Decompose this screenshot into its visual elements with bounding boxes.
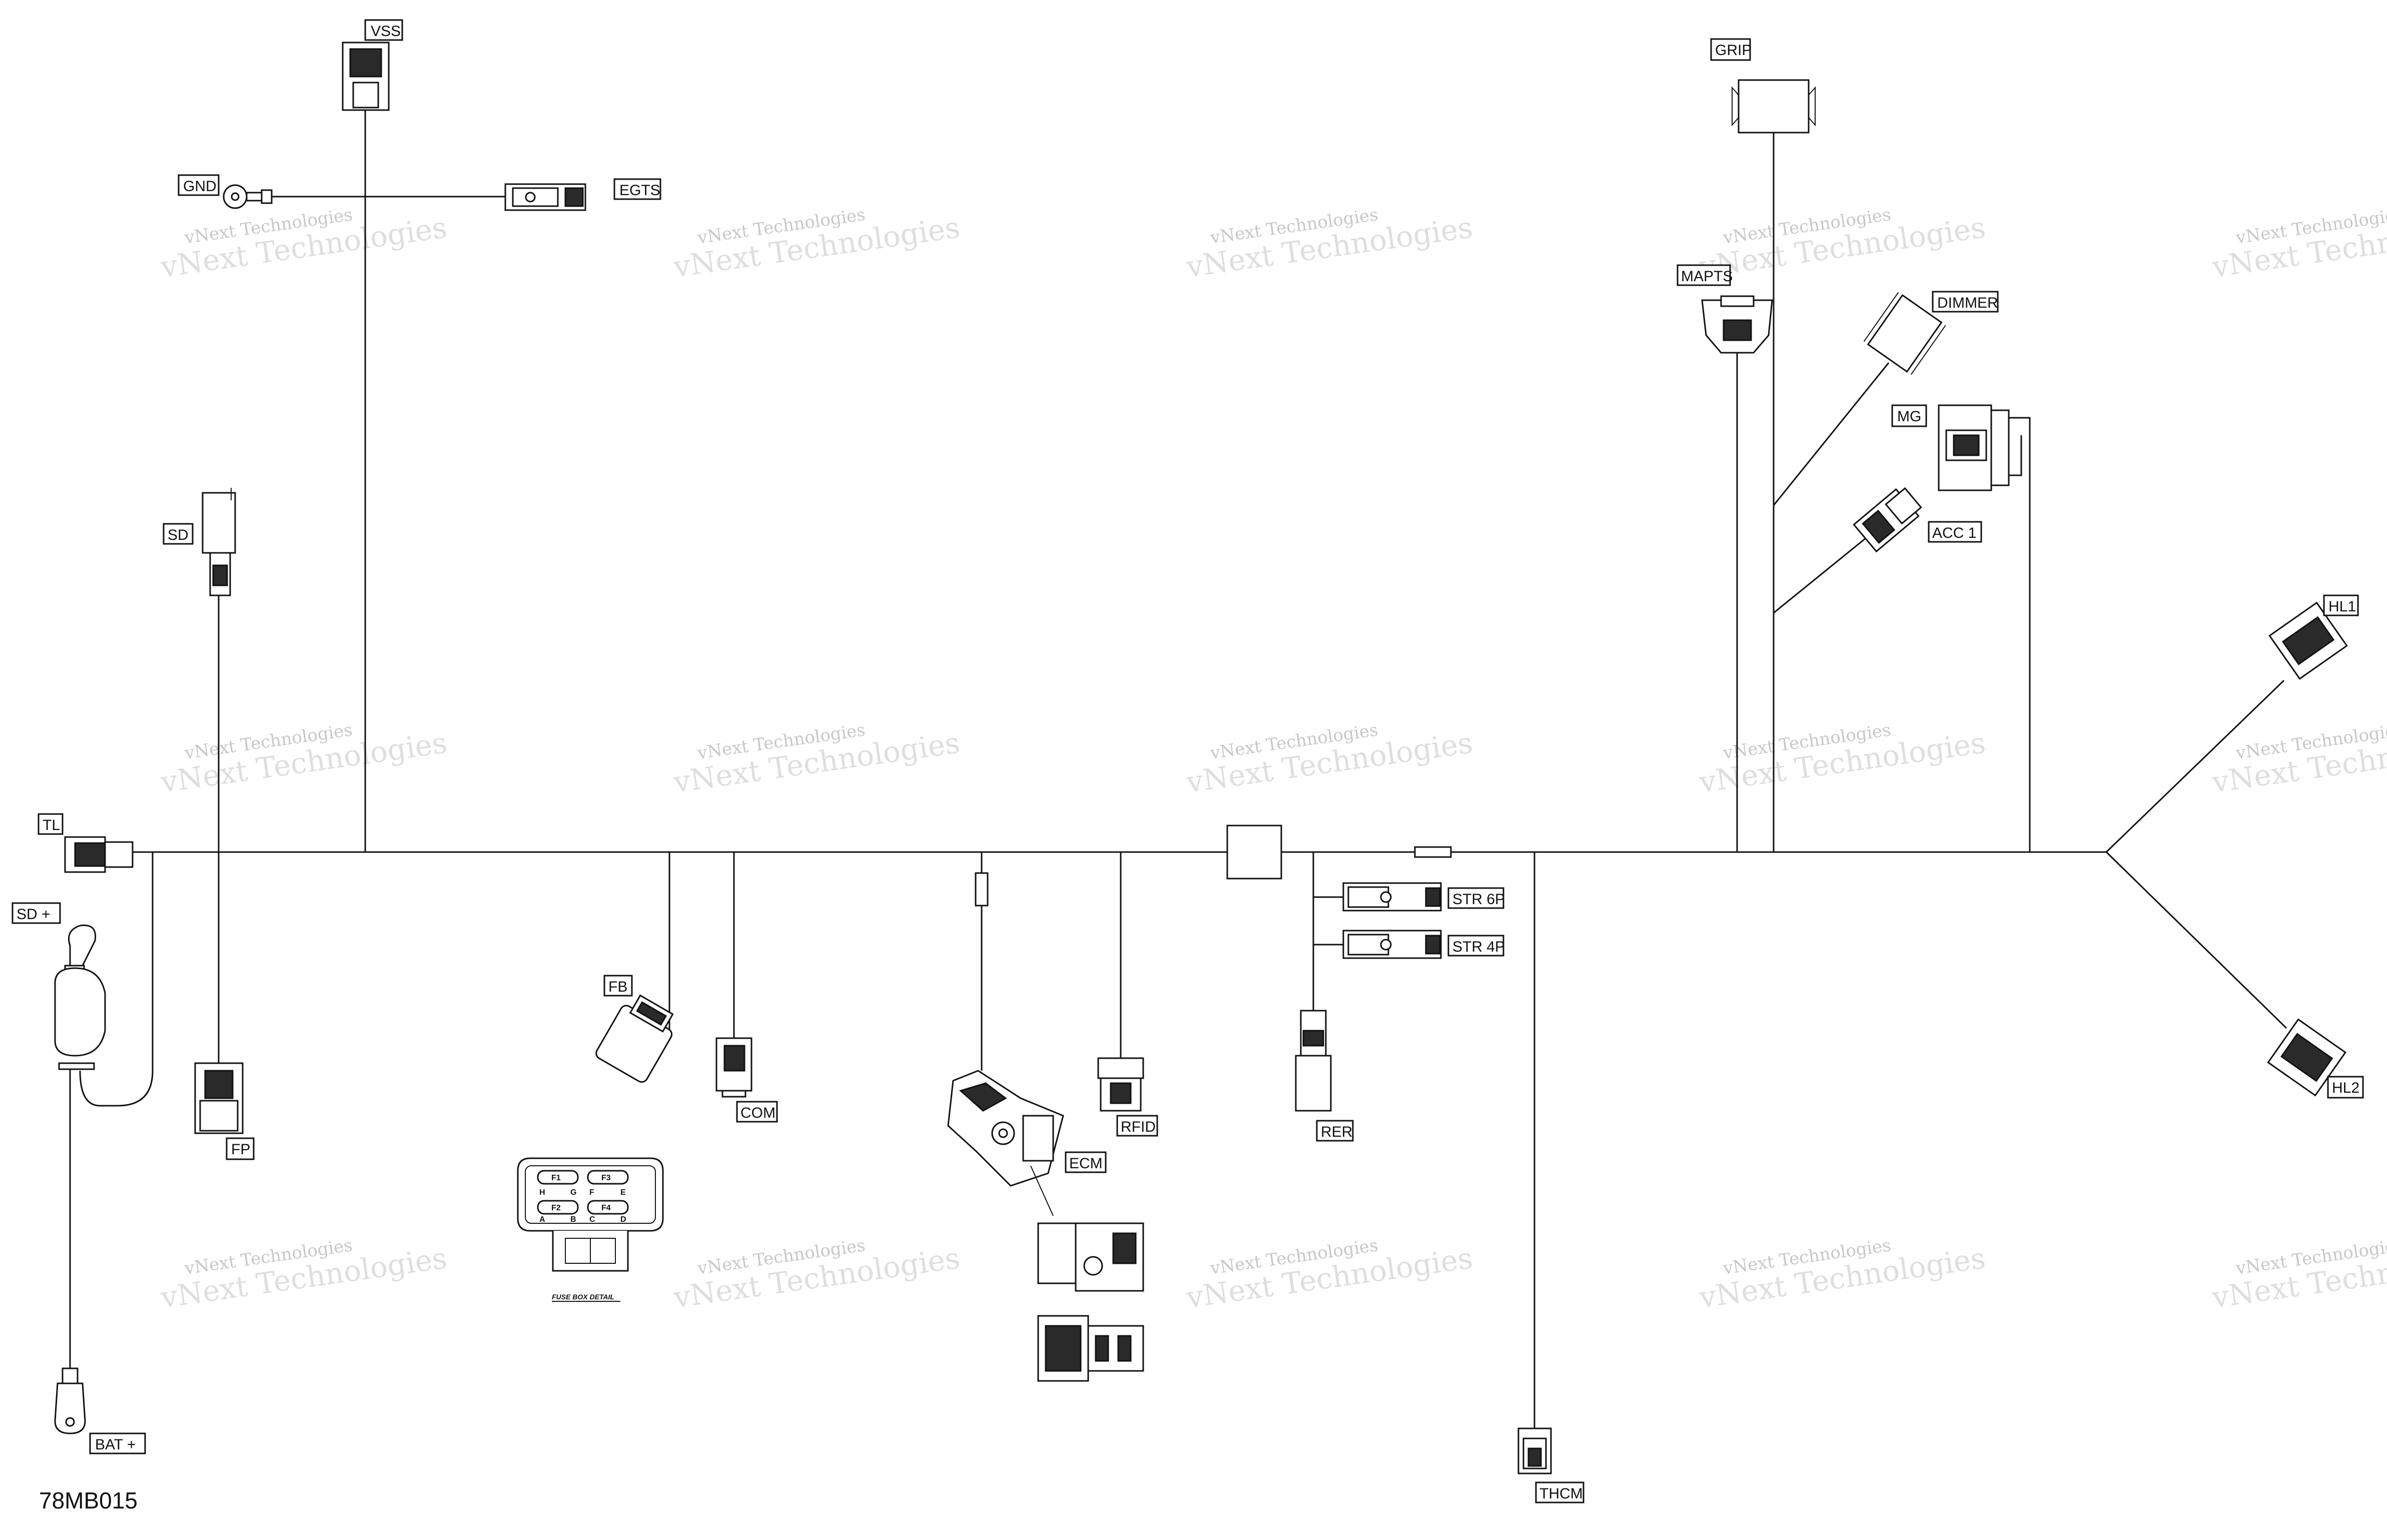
label-fb: FB xyxy=(608,979,627,995)
label-gnd: GND xyxy=(183,178,217,195)
label-thcm: THCM xyxy=(1539,1485,1583,1502)
fuse-box-caption: FUSE BOX DETAIL xyxy=(552,1293,614,1301)
label-sd-plus: SD + xyxy=(17,906,51,923)
connector-hl2[interactable]: HL2 xyxy=(2267,1018,2364,1099)
harness-wires xyxy=(69,110,2287,1428)
connector-mg[interactable]: MG xyxy=(1891,404,2010,491)
branch-mg-2 xyxy=(2009,435,2022,476)
branch-dimmer xyxy=(1773,362,1890,506)
connector-str6p[interactable]: STR 6P xyxy=(1342,882,1505,912)
label-com: COM xyxy=(740,1105,775,1121)
fuse-f2: F2 xyxy=(551,1204,561,1212)
label-ecm: ECM xyxy=(1069,1155,1103,1172)
fuse-pin-d: D xyxy=(620,1215,626,1224)
label-str6p: STR 6P xyxy=(1452,891,1505,908)
branch-hl1 xyxy=(2105,679,2285,853)
fuse-pin-f: F xyxy=(589,1188,594,1197)
fuse-box-detail: F1 F3 F2 F4 H G F E A B C D FUSE BOX DET… xyxy=(517,1157,664,1302)
connector-dimmer[interactable]: DIMMER xyxy=(1863,291,1999,375)
fuse-f3: F3 xyxy=(601,1174,611,1182)
label-rfid: RFID xyxy=(1121,1119,1156,1135)
label-rer: RER xyxy=(1321,1124,1352,1140)
branch-acc1 xyxy=(1773,537,1867,614)
connector-sd[interactable]: SD xyxy=(163,488,236,596)
label-mg: MG xyxy=(1897,408,1921,425)
branch-hl2 xyxy=(2105,851,2287,1029)
label-vss: VSS xyxy=(371,23,401,40)
label-hl1: HL1 xyxy=(2328,598,2356,615)
inline-fuse-trunk xyxy=(1414,846,1452,858)
label-egts: EGTS xyxy=(619,182,660,199)
branch-sd-plus-loop xyxy=(79,852,154,1107)
drawing-number: 78MB015 xyxy=(39,1487,138,1513)
label-sd: SD xyxy=(168,527,189,543)
connector-rfid[interactable]: RFID xyxy=(1097,1057,1158,1137)
label-fp: FP xyxy=(231,1141,250,1158)
label-grip: GRIP xyxy=(1715,42,1752,59)
connector-str4p[interactable]: STR 4P xyxy=(1342,930,1505,959)
connector-tl[interactable]: TL xyxy=(38,813,134,873)
connector-com[interactable]: COM xyxy=(715,1037,778,1123)
fuse-pin-h: H xyxy=(539,1188,545,1197)
connector-acc1[interactable]: ACC 1 xyxy=(1853,484,1982,553)
fuse-pin-a: A xyxy=(539,1215,545,1224)
label-dimmer: DIMMER xyxy=(1937,295,1998,311)
fuse-pin-b: B xyxy=(570,1215,576,1224)
fuse-pin-c: C xyxy=(589,1215,595,1224)
connector-rer[interactable]: RER xyxy=(1295,1010,1354,1142)
connector-gnd[interactable]: GND xyxy=(178,174,273,209)
label-tl: TL xyxy=(43,817,60,834)
label-str4p: STR 4P xyxy=(1452,939,1505,955)
label-bat-plus: BAT + xyxy=(95,1436,136,1453)
connector-fb[interactable]: FB xyxy=(594,975,681,1084)
connector-mapts[interactable]: MAPTS xyxy=(1677,264,1773,354)
inline-splice-box xyxy=(1226,825,1282,880)
connector-thcm[interactable]: THCM xyxy=(1517,1427,1584,1503)
connector-ecm[interactable]: ECM xyxy=(947,1070,1144,1382)
connector-hl1[interactable]: HL1 xyxy=(2268,594,2359,680)
fuse-f1: F1 xyxy=(551,1174,561,1182)
fuse-pin-e: E xyxy=(620,1188,626,1197)
branch-mg xyxy=(2009,417,2031,852)
fuse-pin-g: G xyxy=(570,1188,576,1197)
fuse-f4: F4 xyxy=(601,1204,611,1212)
connector-vss[interactable]: VSS xyxy=(342,19,403,111)
connector-fp[interactable]: FP xyxy=(194,1062,255,1160)
connector-bat-plus[interactable]: BAT + xyxy=(54,1367,146,1454)
label-hl2: HL2 xyxy=(2332,1080,2359,1096)
connector-egts[interactable]: EGTS xyxy=(504,178,661,211)
inline-fuse-ecm xyxy=(975,872,989,907)
label-mapts: MAPTS xyxy=(1681,268,1733,285)
connector-grip[interactable]: GRIP xyxy=(1710,38,1816,134)
connector-sd-plus[interactable]: SD + xyxy=(12,902,106,1070)
label-acc1: ACC 1 xyxy=(1932,525,1976,541)
